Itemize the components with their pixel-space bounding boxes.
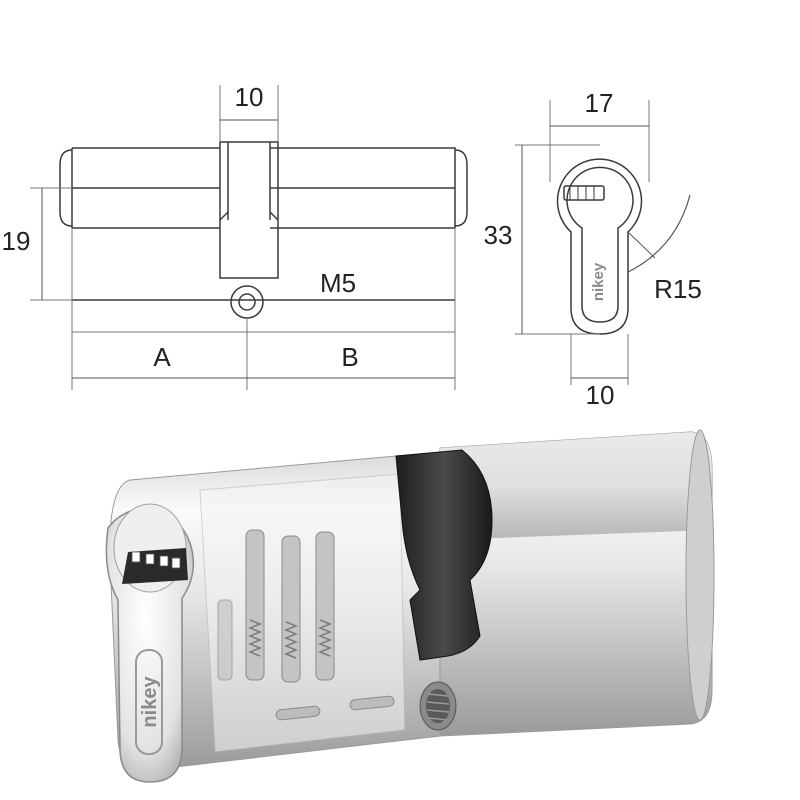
front-view-right-length-label: B — [341, 342, 358, 372]
side-view-keyway-ring — [566, 166, 634, 323]
side-view-logo-mark: nikey — [590, 262, 607, 301]
cylinder-face-logo-text: nikey — [139, 676, 161, 728]
cylinder-springs — [247, 619, 333, 659]
cylinder-render: nikey — [105, 429, 715, 783]
front-view-right-cap — [454, 149, 468, 227]
side-view-height-label: 33 — [484, 220, 513, 250]
side-view-drawing — [515, 100, 691, 385]
side-view-logo-text: nikey — [590, 262, 607, 301]
cylinder-side-pins — [275, 695, 395, 721]
front-view-width-label: 10 — [235, 82, 264, 112]
side-view-width-bottom-label: 10 — [586, 380, 615, 410]
cylinder-face-logo: nikey — [135, 649, 163, 755]
side-view-width-top-label: 17 — [585, 88, 614, 118]
front-view-screw-hole — [230, 285, 264, 319]
front-view-height-label: 19 — [2, 226, 31, 256]
cylinder-right-end — [685, 429, 715, 721]
front-view-cam-slot — [219, 141, 279, 279]
side-view-radius-label: R15 — [654, 274, 702, 304]
side-view-radius-arc — [627, 194, 691, 273]
front-view-thread-label: M5 — [320, 268, 356, 298]
side-view-key-slot — [563, 185, 605, 201]
cylinder-cam — [395, 449, 493, 661]
front-view-left-length-label: A — [153, 342, 171, 372]
cylinder-screw-hole — [419, 681, 457, 731]
front-view-drawing — [30, 85, 468, 390]
